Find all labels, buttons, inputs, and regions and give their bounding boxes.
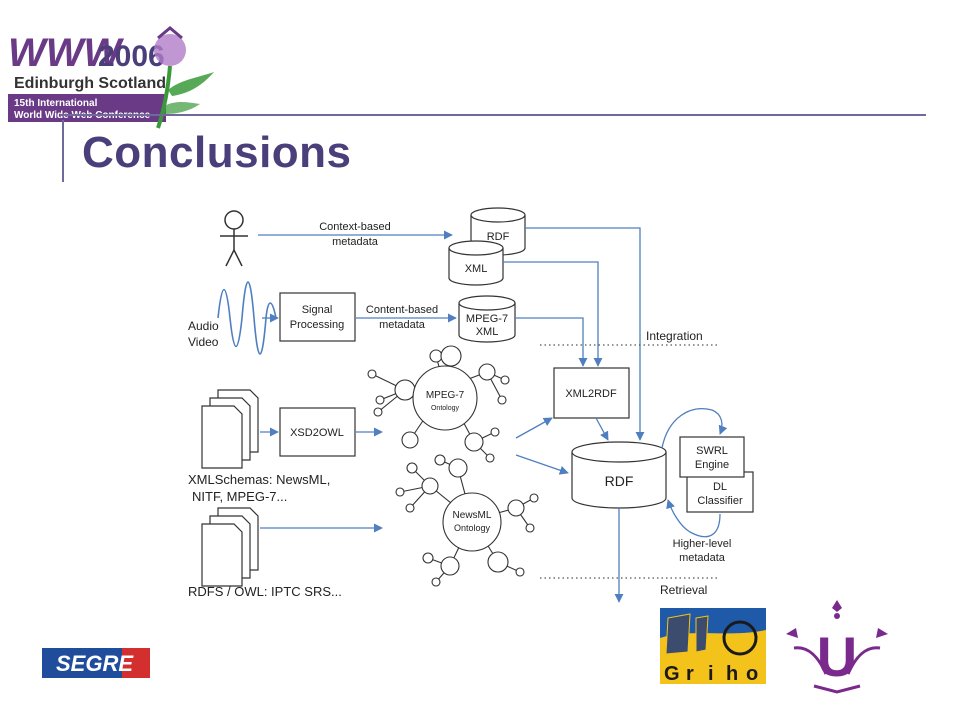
higher-level-label-1: Higher-level (673, 538, 732, 550)
schemas-label-2: NITF, MPEG-7... (192, 489, 287, 504)
xml2rdf-to-rdf-arrow (595, 417, 609, 441)
xmlschema-documents-icon (201, 389, 259, 469)
rdfs-label: RDFS / OWL: IPTC SRS... (188, 584, 342, 599)
griho-letter-g: G (664, 663, 680, 684)
rdf-top-label: RDF (487, 231, 510, 243)
xsd2owl-label: XSD2OWL (290, 427, 344, 439)
rdfs-documents-icon (201, 507, 259, 587)
swrl-label-2: Engine (695, 459, 729, 471)
title-rule-vertical (62, 120, 64, 182)
xml-label: XML (465, 263, 488, 275)
xml2rdf-label: XML2RDF (565, 388, 617, 400)
ontology-to-xml2rdf-arrow (515, 417, 553, 439)
content-label-2: metadata (379, 319, 426, 331)
griho-letter-h: h (726, 663, 738, 684)
higher-level-arrow (666, 499, 721, 538)
newsml-ontology-label-2: Ontology (454, 523, 491, 533)
signal-processing-box (279, 292, 356, 342)
segre-text: SEGRE (56, 651, 134, 676)
griho-letter-r: r (686, 663, 694, 684)
newsml-ontology-graph (395, 454, 539, 587)
rdf-top-to-rdf-arrow (525, 227, 645, 441)
content-label-1: Content-based (366, 304, 438, 316)
conference-line1: 15th International (14, 98, 98, 109)
title-rule-horizontal (60, 114, 926, 116)
context-label-2: metadata (332, 236, 379, 248)
mpeg7-ontology-graph (367, 345, 510, 463)
thistle-icon (154, 26, 214, 129)
mpeg7-ontology-label-1: MPEG-7 (426, 390, 465, 401)
ontology-to-rdf-arrow (515, 454, 569, 475)
signal-label-2: Processing (290, 319, 344, 331)
dl-label-2: Classifier (697, 495, 743, 507)
higher-level-label-2: metadata (679, 552, 726, 564)
mpeg7-xml-label-1: MPEG-7 (466, 313, 508, 325)
xsd2owl-box (279, 407, 356, 457)
swrl-engine-box (679, 436, 745, 478)
newsml-ontology-label-1: NewsML (453, 510, 492, 521)
mpeg7xml-to-xml2rdf-arrow (515, 317, 588, 367)
www-text: WWW (8, 31, 125, 75)
year-text: 2006 (98, 40, 165, 73)
rdf-to-swrl-arrow (661, 408, 728, 449)
rdf-main-label: RDF (605, 473, 634, 489)
swrl-label-1: SWRL (696, 445, 728, 457)
mpeg7-xml-label-2: XML (476, 326, 499, 338)
schemas-label-1: XMLSchemas: NewsML, (188, 472, 330, 487)
signal-label-1: Signal (302, 304, 333, 316)
xml2rdf-box (553, 367, 630, 419)
video-label: Video (188, 335, 219, 349)
griho-letter-i: i (708, 663, 714, 684)
xml-to-xml2rdf-arrow (503, 261, 603, 367)
user-icon (220, 210, 248, 267)
retrieval-label: Retrieval (660, 583, 707, 597)
slide-title: Conclusions (82, 128, 352, 177)
city-text: Edinburgh Scotland (14, 75, 166, 92)
udl-logo: U (786, 600, 888, 694)
segre-logo: SEGRE (42, 648, 150, 678)
context-label-1: Context-based (319, 221, 391, 233)
mpeg7-xml-store (458, 295, 516, 343)
conference-band (8, 94, 166, 122)
integration-label: Integration (646, 329, 703, 343)
audio-label: Audio (188, 319, 219, 333)
mpeg7-ontology-label-2: Ontology (431, 405, 460, 412)
griho-logo: G r i h o (660, 608, 766, 684)
udl-letter: U (817, 625, 857, 688)
dl-label-1: DL (713, 481, 727, 493)
xml-store (448, 240, 504, 286)
griho-letter-o: o (746, 663, 758, 684)
